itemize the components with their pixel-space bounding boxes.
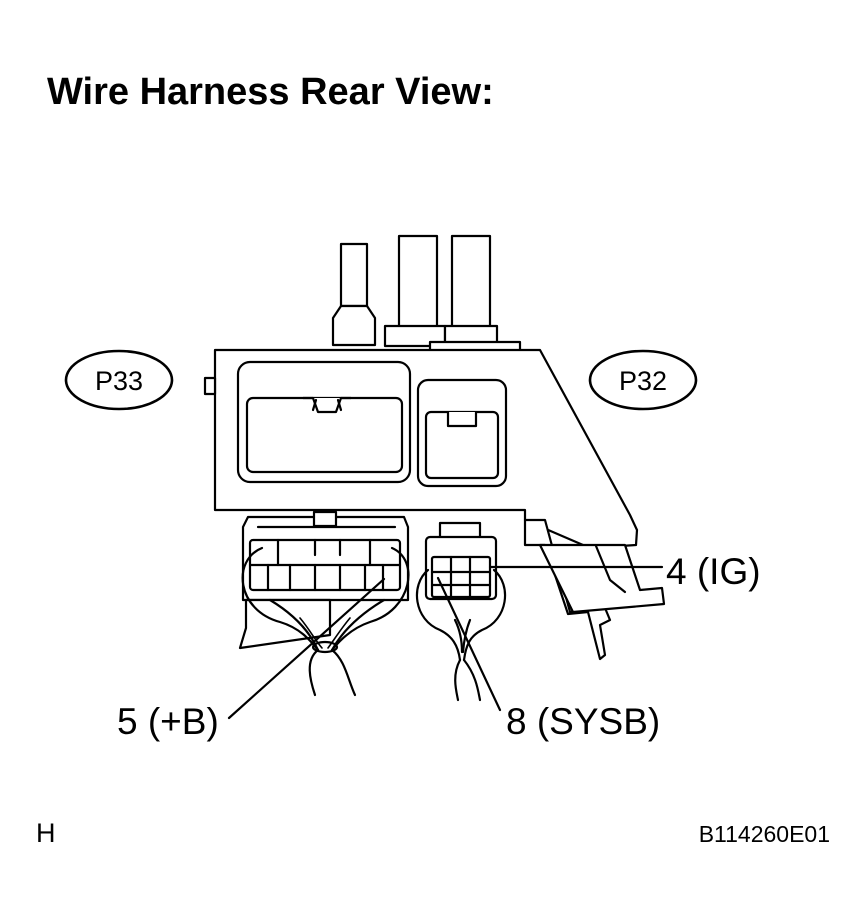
footer-mark: H [36, 818, 56, 848]
callout-sysb: 8 (SYSB) [506, 701, 660, 742]
callout-ig: 4 (IG) [666, 551, 761, 592]
housing-cavity-right [416, 378, 508, 488]
p33-label-badge: P33 [64, 349, 174, 411]
callout-plus-b: 5 (+B) [117, 701, 219, 742]
top-pipes [331, 234, 522, 354]
p32-label: P32 [619, 366, 667, 396]
connector-p33-harness [238, 510, 410, 697]
leader-lines [227, 565, 664, 720]
p33-label: P33 [95, 366, 143, 396]
connector-p32-harness [415, 521, 507, 702]
housing-cavity-left [236, 360, 412, 484]
p32-label-badge: P32 [588, 349, 698, 411]
drawing-code: B114260E01 [699, 821, 830, 847]
diagram-title: Wire Harness Rear View: [47, 71, 494, 113]
